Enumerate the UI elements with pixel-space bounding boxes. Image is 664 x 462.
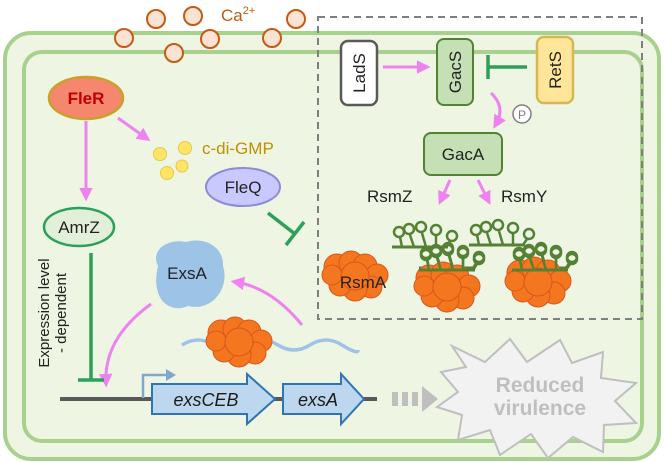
- promoter-arrow: [141, 373, 168, 398]
- exsa-protein-label: ExsA: [167, 264, 207, 283]
- outcome-arrow: [392, 386, 438, 412]
- promoter-arrow-head: [166, 369, 176, 381]
- reduced-virulence-line1: Reduced: [496, 374, 585, 397]
- fler-node: [47, 75, 125, 121]
- fleq-node: [205, 167, 281, 207]
- arrow-exsa-to-promoter: [98, 302, 152, 388]
- arrow-gaca-to-rsmy: [476, 179, 491, 205]
- gene-exsa-label: exsA: [298, 390, 338, 410]
- inhibit-amrz-promoter: [78, 253, 104, 382]
- rets-label: RetS: [546, 51, 565, 89]
- arrow-fler-to-cdigmp: [117, 116, 151, 142]
- expression-label-line2: - dependent: [53, 272, 70, 353]
- inhibit-rets-gacs: [486, 55, 527, 79]
- reduced-virulence-burst: [434, 337, 639, 460]
- activation-arrows: [79, 60, 506, 388]
- fler-label: FleR: [68, 89, 105, 108]
- fleq-label: FleQ: [225, 178, 262, 197]
- phospho-label: P: [518, 108, 526, 122]
- rsmy-label: RsmY: [501, 187, 547, 206]
- gacs-node: [436, 38, 474, 106]
- cdigmp-label: c-di-GMP: [202, 139, 274, 158]
- gene-exsa: [282, 371, 366, 427]
- rsma-label: RsmA: [340, 273, 387, 292]
- arrow-mrna-to-exsa: [230, 276, 304, 326]
- expression-label-line1: Expression level: [36, 258, 53, 367]
- amrz-node: [42, 206, 116, 248]
- repression-lines: [78, 55, 527, 382]
- cdigmp-molecules: [153, 141, 192, 180]
- lads-label: LadS: [350, 53, 369, 93]
- arrow-gaca-to-rsmz: [438, 179, 452, 205]
- rsmz-label: RsmZ: [367, 187, 412, 206]
- lads-node: [339, 39, 379, 107]
- calcium-ions: [114, 6, 306, 63]
- gacs-label: GacS: [446, 51, 465, 94]
- reduced-virulence-line2: virulence: [494, 397, 586, 420]
- arrow-gacs-to-gaca: [489, 91, 506, 129]
- amrz-label: AmrZ: [58, 218, 100, 237]
- rets-node: [535, 35, 575, 105]
- gene-exsceb: [151, 371, 277, 427]
- inhibit-fleq-region: [266, 211, 306, 247]
- gaca-node: [423, 132, 503, 176]
- exsa-protein-node: [156, 240, 225, 309]
- calcium-label: Ca2+: [221, 5, 255, 25]
- gac-rsm-region: [317, 16, 643, 320]
- gaca-label: GacA: [442, 145, 485, 164]
- gene-exsceb-label: exsCEB: [173, 390, 238, 410]
- phospho-circle: [512, 104, 532, 124]
